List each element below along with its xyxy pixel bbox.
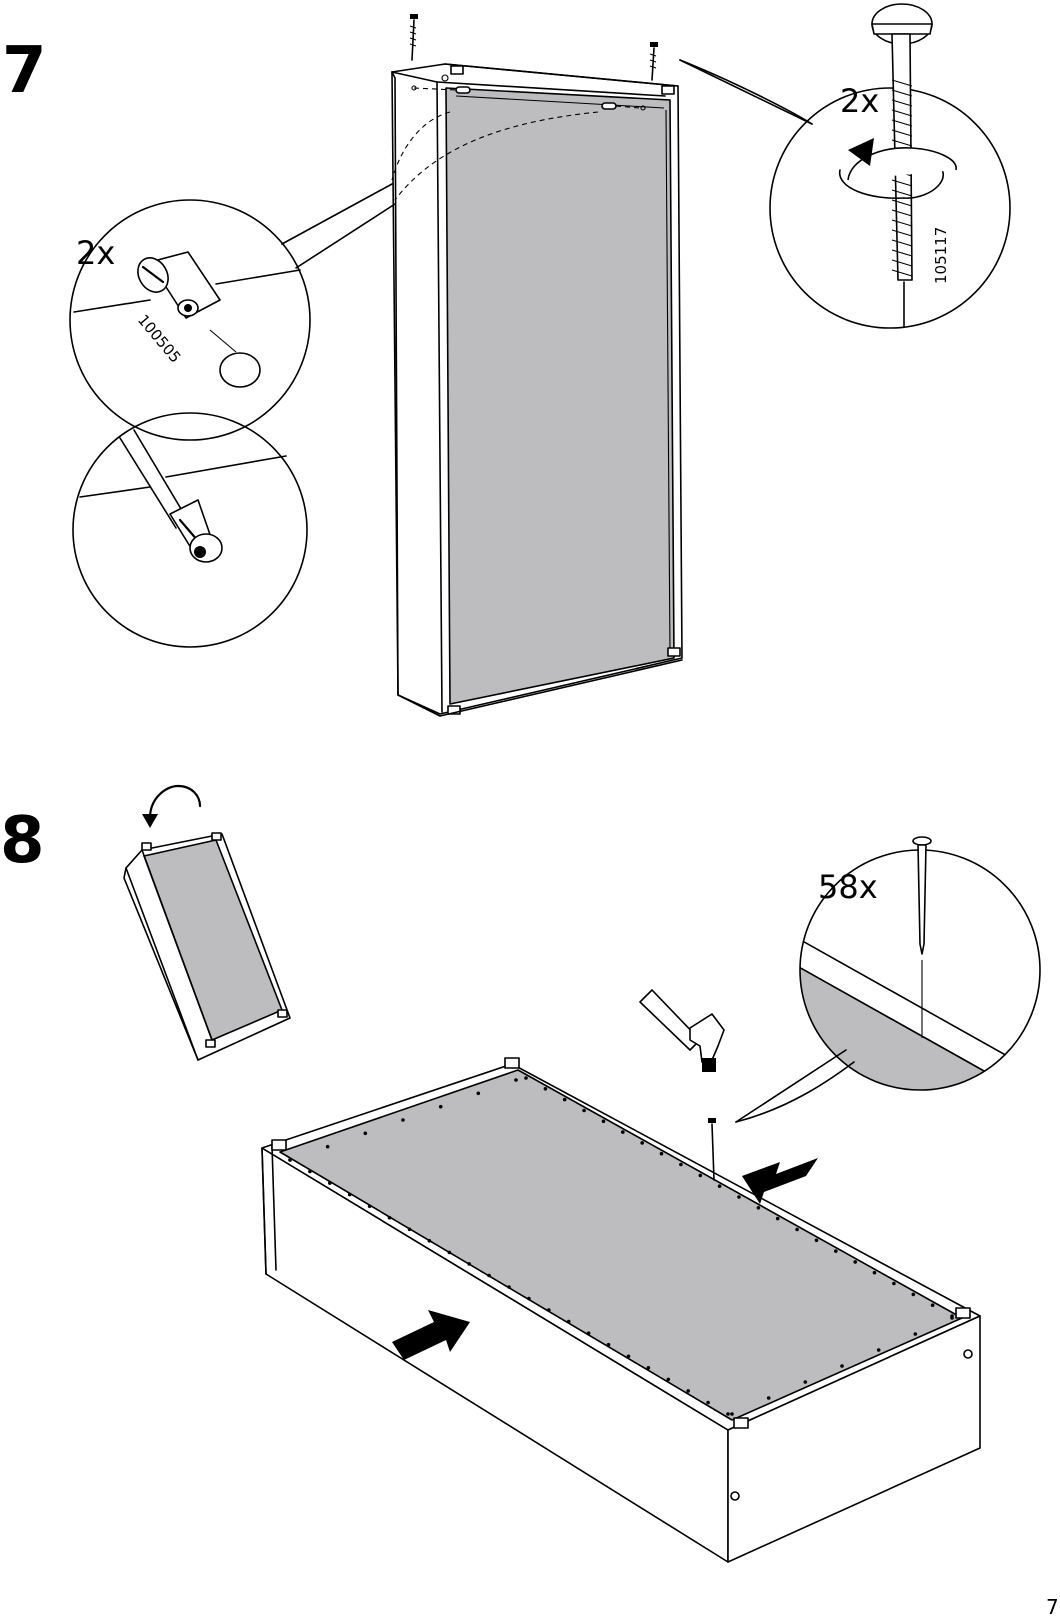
nail-dot <box>587 1331 591 1335</box>
nail-dot <box>477 1092 481 1096</box>
nail-dot <box>950 1316 954 1320</box>
nail-dot <box>544 1087 548 1091</box>
nail-dot <box>660 1152 664 1156</box>
step-8: 8 <box>0 786 1060 1562</box>
nail-dot <box>428 1239 432 1243</box>
nail-dot <box>757 1206 761 1210</box>
nail-dot <box>563 1098 567 1102</box>
cabinet-frame-step-7 <box>392 14 682 716</box>
hammer-icon <box>640 990 724 1072</box>
nail-dot <box>527 1297 531 1301</box>
detail-cam-lock: 2x 100505 <box>70 184 395 440</box>
nail-dot <box>804 1380 808 1384</box>
nail-dot <box>931 1303 935 1307</box>
nail-dot <box>328 1181 332 1185</box>
cabinet-lying-step-8 <box>262 1058 980 1562</box>
detail-bolt: 2x 105117 <box>680 4 1010 328</box>
nail-dot <box>507 1285 511 1289</box>
nail-dot <box>408 1228 412 1232</box>
nail-dot <box>914 1332 918 1336</box>
nail-dot <box>776 1217 780 1221</box>
step-7-number: 7 <box>2 34 47 108</box>
cam-lock-nut-icon <box>132 252 220 318</box>
nail-dot <box>524 1076 528 1080</box>
nail-dot <box>514 1078 518 1082</box>
nail-dot <box>912 1293 916 1297</box>
nail-dot <box>567 1320 571 1324</box>
nail-dot <box>726 1412 730 1416</box>
cam-lock-quantity: 2x <box>76 234 115 272</box>
detail-screwdriver <box>73 413 307 647</box>
nail-dot <box>467 1262 471 1266</box>
flip-cabinet-thumbnail <box>124 786 290 1060</box>
cam-lock-part-number: 100505 <box>134 311 185 366</box>
nail-dot <box>706 1401 710 1405</box>
nail-dot <box>368 1204 372 1208</box>
nail-dot <box>388 1216 392 1220</box>
nail-dot <box>718 1184 722 1188</box>
nail-dot <box>737 1195 741 1199</box>
step-8-number: 8 <box>0 804 45 878</box>
screw-icon <box>410 14 418 60</box>
nail-dot <box>607 1343 611 1347</box>
bolt-quantity: 2x <box>840 82 879 120</box>
nail-dot <box>795 1228 799 1232</box>
nail-dot <box>308 1170 312 1174</box>
nail-dot <box>621 1130 625 1134</box>
nail-dot <box>877 1348 881 1352</box>
nail-dot <box>326 1145 330 1149</box>
nail-dot <box>834 1249 838 1253</box>
detail-nail: 58x <box>736 837 1060 1200</box>
bolt-part-number: 105117 <box>932 227 950 284</box>
nail-dot <box>582 1109 586 1113</box>
nail-dot <box>815 1239 819 1243</box>
nail-dot <box>602 1120 606 1124</box>
nail-dot <box>679 1163 683 1167</box>
screwdriver-icon <box>120 430 222 562</box>
nail-dot <box>686 1389 690 1393</box>
nail-dot <box>767 1396 771 1400</box>
nail-dot <box>348 1193 352 1197</box>
drilled-hole <box>220 353 260 387</box>
rotate-arrow-icon <box>142 786 200 828</box>
screw-icon <box>650 42 658 80</box>
page-number: 7 <box>1046 1595 1059 1618</box>
nail-dot <box>667 1378 671 1382</box>
nail-quantity: 58x <box>818 868 878 906</box>
nail-dot <box>873 1271 877 1275</box>
nail-dot <box>401 1118 405 1122</box>
nail-dot <box>840 1364 844 1368</box>
nail-dot <box>640 1141 644 1145</box>
nail-dot <box>448 1251 452 1255</box>
nail-dot <box>364 1132 368 1136</box>
step-7: 7 <box>2 4 1010 716</box>
nail-dot <box>487 1274 491 1278</box>
nail-dot <box>439 1105 443 1109</box>
nail-dot <box>892 1282 896 1286</box>
nail-dot <box>288 1158 292 1162</box>
back-panel <box>446 88 674 704</box>
nail-dot <box>699 1174 703 1178</box>
nail-dot <box>647 1366 651 1370</box>
nail-dot <box>853 1260 857 1264</box>
nail-dot <box>627 1355 631 1359</box>
nail-dot <box>547 1308 551 1312</box>
nail-dot <box>730 1412 734 1416</box>
